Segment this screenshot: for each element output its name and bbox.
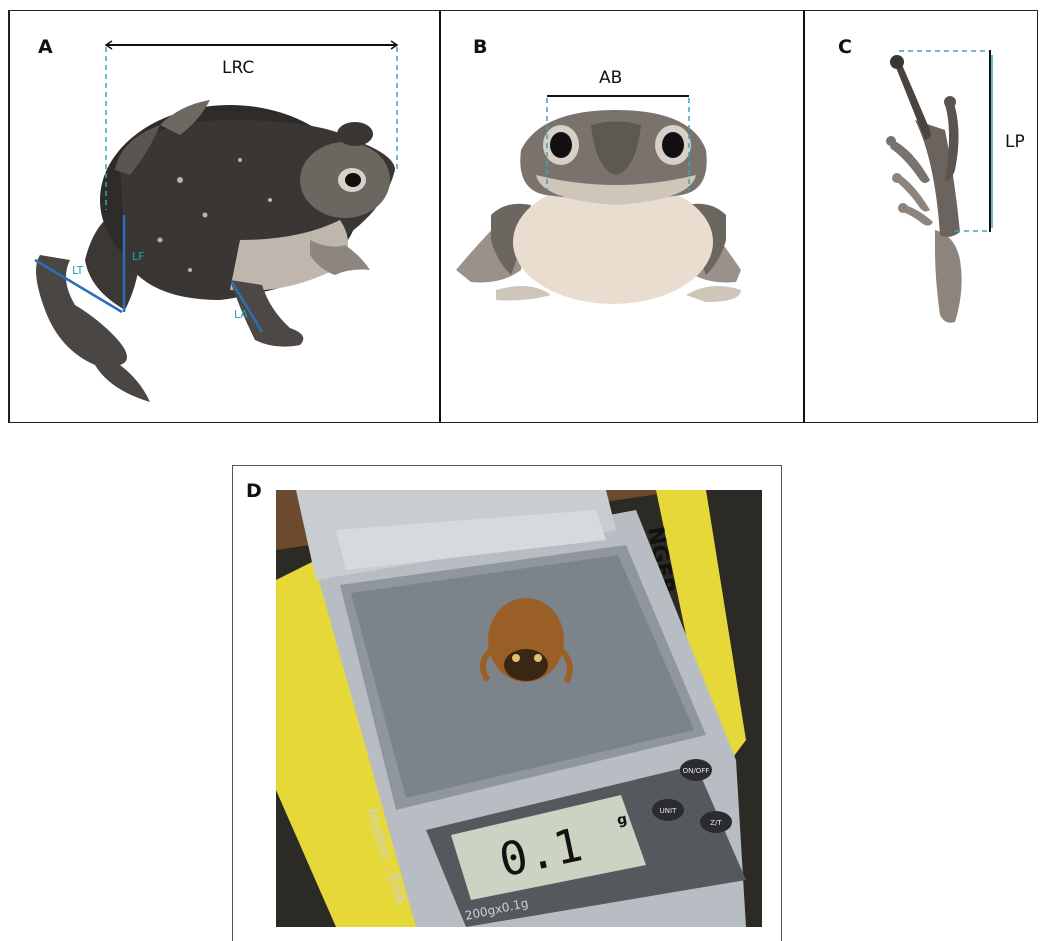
la-label: LA	[234, 308, 248, 321]
lp-label: LP	[1005, 132, 1025, 152]
lt-label: LT	[72, 264, 83, 277]
panel-d-scale-photo: NGER 0.1 g Modelo : EHA 200gx0.1g ON/OFF…	[276, 490, 762, 927]
panel-d-letter: D	[246, 480, 262, 502]
lf-label: LF	[132, 250, 144, 263]
lrc-label: LRC	[222, 58, 254, 78]
ab-label: AB	[599, 68, 622, 88]
scale-onoff-button-label: ON/OFF	[683, 767, 710, 775]
scale-unit-button-label: UNIT	[660, 807, 677, 815]
scale-zt-button-label: Z/T	[710, 819, 722, 827]
panel-c-foot-illustration	[805, 10, 1035, 423]
panel-a-frog-illustration	[0, 10, 440, 423]
